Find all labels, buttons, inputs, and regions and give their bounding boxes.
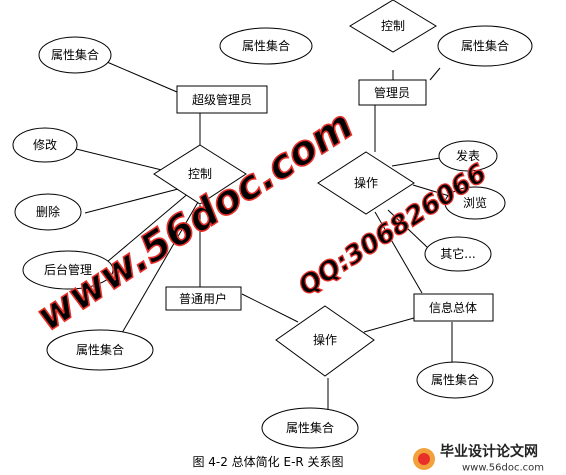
attr-label-delete: 删除 [36, 204, 60, 219]
entity-label-superadmin: 超级管理员 [192, 92, 252, 107]
entity-label-admin: 管理员 [374, 85, 410, 100]
ellipse-delete [14, 193, 82, 231]
ellipse-publish [438, 140, 498, 172]
attr-label-superadmin: 属性集合 [51, 47, 99, 62]
attr-label-user: 属性集合 [76, 342, 124, 357]
diamond-control-mid [153, 144, 247, 205]
relation-label-operate-bottom: 操作 [313, 332, 337, 347]
logo-title: 毕业设计论文网 [440, 443, 538, 460]
attr-label-publish: 发表 [456, 148, 480, 163]
ellipse-attr-admin-left [219, 27, 313, 65]
attr-label-modify: 修改 [33, 137, 57, 152]
relation-label-control-top: 控制 [381, 19, 405, 33]
diamond-operate-right [317, 151, 415, 215]
logo-url: www.56doc.com [462, 463, 544, 474]
logo-globe-core-icon [418, 453, 430, 465]
line-operate-other [387, 209, 429, 249]
line-operate-info2 [374, 211, 423, 294]
ellipse-attr-superadmin [38, 36, 112, 74]
attribute-ellipses [12, 25, 533, 449]
diamond-control-top [349, 0, 437, 53]
connector-lines [71, 61, 457, 410]
figure-caption: 图 4-2 总体简化 E-R 关系图 [192, 455, 343, 469]
line-delete-control [84, 187, 183, 214]
node-labels: 超级管理员 管理员 普通用户 信息总体 控制 控制 操作 操作 属性集合 属性集… [33, 19, 509, 435]
line-attr-admin [429, 67, 441, 81]
attr-label-backend: 后台管理 [44, 262, 92, 277]
relation-label-operate-right: 操作 [354, 175, 378, 190]
line-operate-publish [391, 157, 441, 167]
attr-label-other: 其它... [440, 246, 475, 261]
attr-label-admin-left: 属性集合 [242, 38, 290, 53]
ellipse-attr-operate [261, 407, 359, 449]
ellipse-other [424, 236, 492, 272]
entity-label-user: 普通用户 [179, 291, 227, 306]
attr-label-info: 属性集合 [431, 372, 479, 387]
ellipse-modify [12, 127, 78, 163]
attr-label-browse: 浏览 [463, 195, 487, 210]
line-backend-control [106, 191, 191, 263]
entity-rects [165, 79, 494, 322]
site-logo: 毕业设计论文网 www.56doc.com [413, 443, 544, 474]
line-attrl-control [121, 189, 206, 334]
line-user-operate [241, 293, 299, 323]
rect-admin [358, 79, 427, 106]
ellipse-backend [22, 250, 114, 290]
rect-superadmin [176, 85, 268, 114]
line-operate-info [363, 317, 415, 333]
rect-user [165, 286, 242, 311]
ellipse-attr-info [416, 361, 494, 399]
ellipse-attr-admin-right [437, 25, 533, 67]
line-attr-superadmin [106, 61, 178, 93]
rect-info [413, 293, 494, 322]
ellipse-attr-user [46, 329, 154, 371]
attr-label-operate: 属性集合 [286, 420, 334, 435]
line-modify-control [71, 147, 171, 173]
attr-label-admin-right: 属性集合 [461, 38, 509, 53]
relationship-diamonds [153, 0, 437, 377]
diamond-operate-bottom [275, 305, 375, 377]
entity-label-info: 信息总体 [429, 300, 477, 315]
relation-label-control-mid: 控制 [188, 167, 212, 181]
ellipse-browse [444, 186, 506, 220]
